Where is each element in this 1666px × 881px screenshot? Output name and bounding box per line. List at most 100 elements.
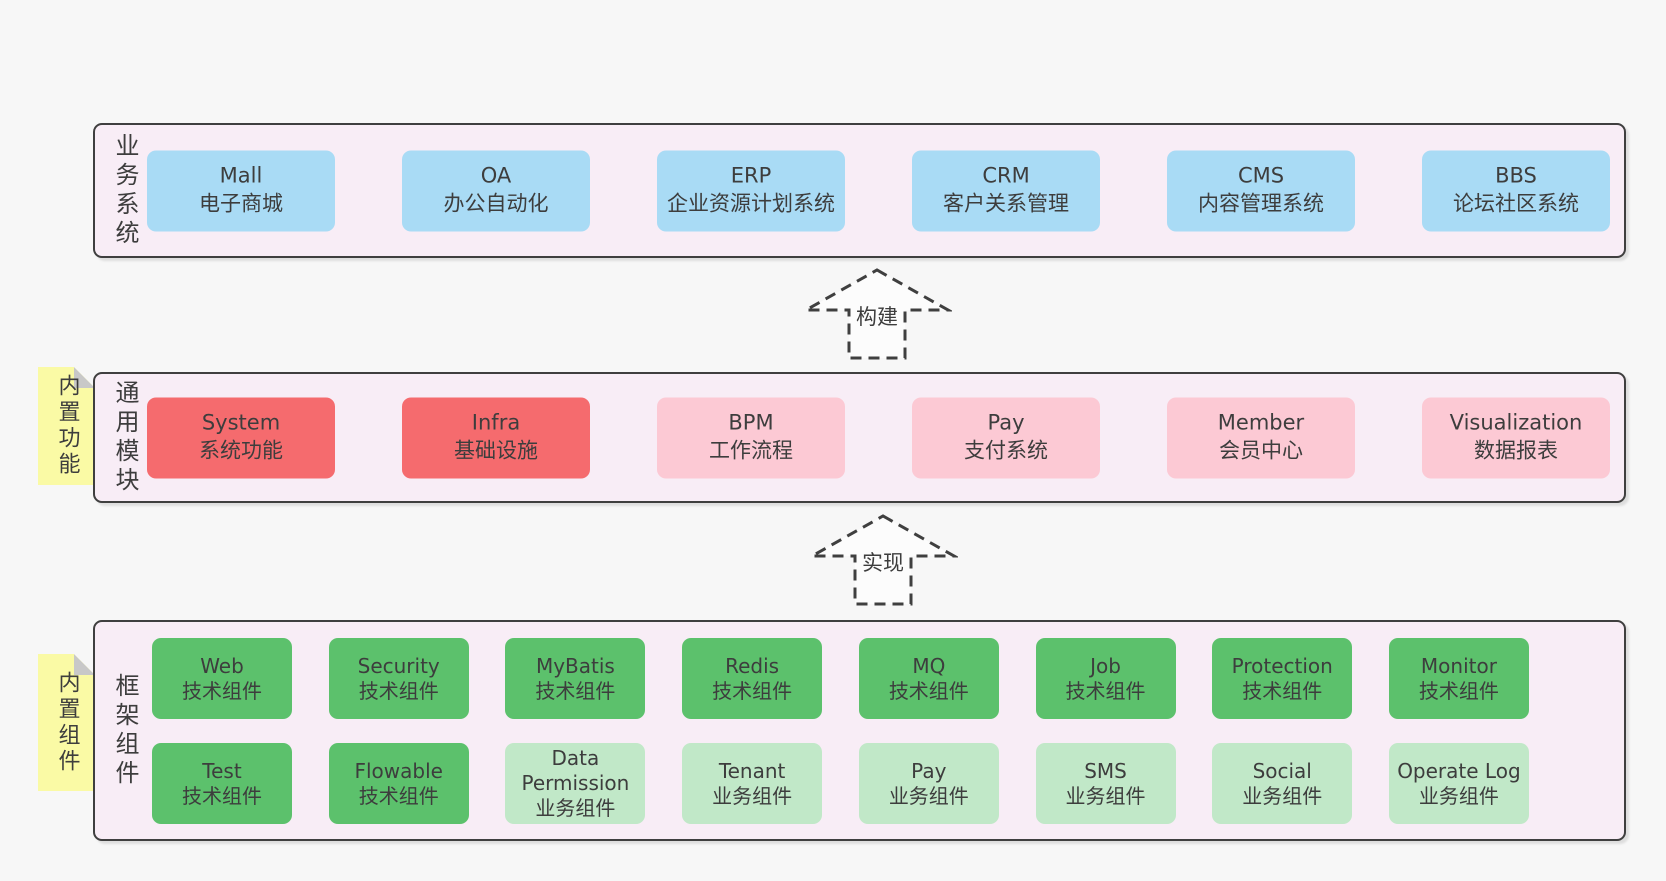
- box-visualization: Visualization 数据报表: [1422, 397, 1610, 478]
- sticky-note-builtin-components: 内置组件: [38, 654, 95, 791]
- box-operate-log: Operate Log 业务组件: [1388, 743, 1529, 824]
- box-title: Mall: [219, 163, 263, 188]
- box-title: MQ: [912, 653, 946, 678]
- box-title: Job: [1090, 653, 1121, 678]
- box-subtitle: 技术组件: [1418, 678, 1499, 703]
- box-subtitle: 办公自动化: [443, 191, 549, 216]
- box-title: OA: [480, 163, 512, 188]
- arrow-label: 构建: [856, 305, 898, 329]
- box-title: SMS: [1084, 758, 1127, 783]
- box-mq: MQ 技术组件: [858, 638, 999, 719]
- box-title: Pay: [987, 410, 1025, 435]
- box-security: Security 技术组件: [328, 638, 469, 719]
- box-redis: Redis 技术组件: [682, 638, 823, 719]
- box-title: Web: [200, 653, 244, 678]
- box-title: Monitor: [1420, 653, 1497, 678]
- box-title: Flowable: [354, 758, 443, 783]
- box-subtitle: 业务组件: [1065, 783, 1146, 808]
- box-subtitle: 数据报表: [1474, 438, 1558, 463]
- box-subtitle: 技术组件: [1242, 678, 1323, 703]
- box-subtitle: 业务组件: [1242, 783, 1323, 808]
- box-title: Infra: [471, 410, 521, 435]
- box-subtitle: 业务组件: [712, 783, 793, 808]
- box-title: Security: [357, 653, 440, 678]
- box-member: Member 会员中心: [1167, 397, 1355, 478]
- box-data-permission: Data Permission 业务组件: [505, 743, 646, 824]
- box-test: Test 技术组件: [152, 743, 292, 824]
- box-subtitle: 技术组件: [535, 678, 616, 703]
- box-mall: Mall 电子商城: [147, 150, 335, 231]
- box-subtitle: 企业资源计划系统: [667, 191, 835, 216]
- box-oa: OA 办公自动化: [402, 150, 590, 231]
- box-title: CRM: [982, 163, 1030, 188]
- box-tenant: Tenant 业务组件: [682, 743, 823, 824]
- box-infra: Infra 基础设施: [402, 397, 590, 478]
- layer-business-systems: 业务系统 Mall 电子商城 OA 办公自动化 ERP 企业资源计划系统 CRM…: [93, 123, 1626, 258]
- box-subtitle: 系统功能: [199, 438, 283, 463]
- components-row-2: Test 技术组件 Flowable 技术组件 Data Permission …: [152, 743, 1529, 824]
- box-subtitle: 业务组件: [535, 796, 616, 820]
- box-title: System: [201, 410, 281, 435]
- box-subtitle: 客户关系管理: [943, 191, 1069, 216]
- common-modules-row: System 系统功能 Infra 基础设施 BPM 工作流程 Pay 支付系统…: [147, 397, 1610, 478]
- box-subtitle: 技术组件: [182, 783, 262, 808]
- arrow-label: 实现: [862, 551, 904, 575]
- box-subtitle: 技术组件: [888, 678, 969, 703]
- components-row-1: Web 技术组件 Security 技术组件 MyBatis 技术组件 Redi…: [152, 638, 1529, 719]
- box-cms: CMS 内容管理系统: [1167, 150, 1355, 231]
- layer-common-modules: 通用模块 System 系统功能 Infra 基础设施 BPM 工作流程 Pay…: [93, 372, 1626, 503]
- box-title: CMS: [1237, 163, 1285, 188]
- box-erp: ERP 企业资源计划系统: [657, 150, 845, 231]
- box-title: BPM: [728, 410, 774, 435]
- box-subtitle: 内容管理系统: [1198, 191, 1324, 216]
- box-title: ERP: [730, 163, 772, 188]
- box-title: Member: [1217, 410, 1305, 435]
- box-subtitle: 业务组件: [1418, 783, 1499, 808]
- implement-arrow-icon: 实现: [808, 514, 958, 606]
- box-title: Visualization: [1449, 410, 1583, 435]
- box-subtitle: 技术组件: [182, 678, 262, 703]
- box-title: Protection: [1231, 653, 1333, 678]
- box-title: Data Permission: [521, 746, 630, 795]
- box-subtitle: 技术组件: [712, 678, 793, 703]
- box-title: BBS: [1495, 163, 1537, 188]
- sticky-note-label: 内置功能: [54, 374, 80, 478]
- box-web: Web 技术组件: [152, 638, 292, 719]
- layer-label: 通用模块: [111, 379, 139, 496]
- box-pay-component: Pay 业务组件: [858, 743, 999, 824]
- box-subtitle: 技术组件: [1065, 678, 1146, 703]
- box-system: System 系统功能: [147, 397, 335, 478]
- box-subtitle: 基础设施: [454, 438, 538, 463]
- box-subtitle: 业务组件: [888, 783, 969, 808]
- layer-label: 框架组件: [111, 672, 139, 789]
- box-protection: Protection 技术组件: [1212, 638, 1353, 719]
- box-title: Social: [1252, 758, 1312, 783]
- business-systems-row: Mall 电子商城 OA 办公自动化 ERP 企业资源计划系统 CRM 客户关系…: [147, 150, 1610, 231]
- box-subtitle: 技术组件: [358, 783, 439, 808]
- sticky-note-label: 内置组件: [54, 670, 80, 775]
- box-title: Pay: [911, 758, 947, 783]
- sticky-note-builtin-features: 内置功能: [38, 367, 95, 485]
- box-social: Social 业务组件: [1212, 743, 1353, 824]
- framework-components-grid: Web 技术组件 Security 技术组件 MyBatis 技术组件 Redi…: [152, 638, 1529, 824]
- box-title: Redis: [725, 653, 780, 678]
- box-subtitle: 电子商城: [199, 191, 283, 216]
- box-crm: CRM 客户关系管理: [912, 150, 1100, 231]
- box-job: Job 技术组件: [1035, 638, 1176, 719]
- box-subtitle: 技术组件: [358, 678, 439, 703]
- box-sms: SMS 业务组件: [1035, 743, 1176, 824]
- box-title: Tenant: [718, 758, 786, 783]
- box-title: Operate Log: [1397, 758, 1521, 783]
- box-title: MyBatis: [535, 653, 615, 678]
- box-mybatis: MyBatis 技术组件: [505, 638, 646, 719]
- box-monitor: Monitor 技术组件: [1388, 638, 1529, 719]
- box-subtitle: 会员中心: [1219, 438, 1303, 463]
- box-title: Test: [202, 758, 242, 783]
- box-bpm: BPM 工作流程: [657, 397, 845, 478]
- box-subtitle: 支付系统: [964, 438, 1048, 463]
- box-subtitle: 论坛社区系统: [1453, 191, 1579, 216]
- box-subtitle: 工作流程: [709, 438, 793, 463]
- build-arrow-icon: 构建: [802, 268, 952, 360]
- box-flowable: Flowable 技术组件: [328, 743, 469, 824]
- layer-framework-components: 框架组件 Web 技术组件 Security 技术组件 MyBatis 技术组件…: [93, 620, 1626, 841]
